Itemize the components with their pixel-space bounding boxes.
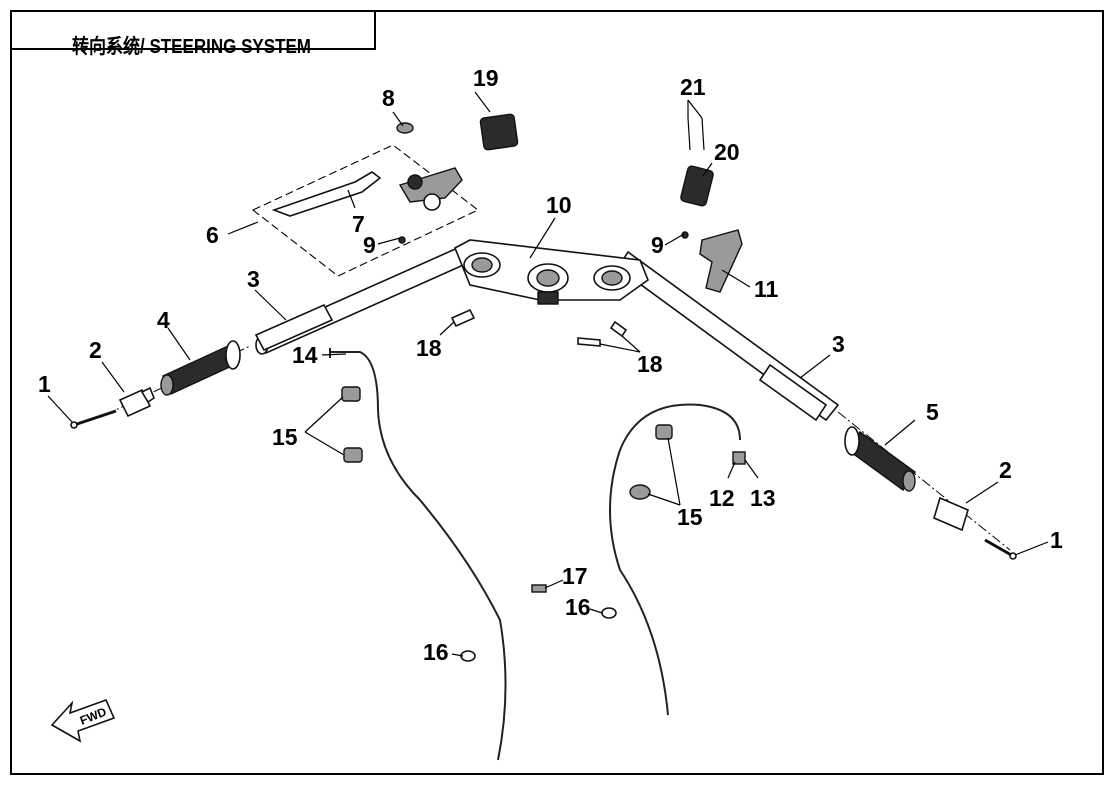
callout-18: 18: [416, 335, 442, 361]
callout-3: 3: [832, 331, 845, 357]
page-title: 转向系统/ STEERING SYSTEM: [72, 36, 311, 58]
throttle-cable: [330, 351, 507, 761]
cable-tie: [460, 607, 617, 662]
leader-lines: [47, 91, 1049, 657]
callout-21: 21: [680, 74, 706, 100]
cable-clamp: [341, 386, 673, 500]
callout-18: 18: [637, 351, 663, 377]
callout-3: 3: [247, 266, 260, 292]
bar-end-left: [118, 386, 155, 418]
callout-2: 2: [89, 337, 102, 363]
callout-15: 15: [272, 424, 298, 450]
clutch-cable: [609, 403, 741, 716]
callout-17: 17: [562, 563, 588, 589]
callout-15: 15: [677, 504, 703, 530]
drawing-frame: [10, 10, 1104, 775]
bar-end-bolt-right: [984, 538, 1017, 560]
bar-sleeve-left: [254, 303, 334, 352]
clamp-bolt: [450, 308, 628, 347]
clutch-lever: [271, 171, 382, 217]
bar-end-right: [933, 496, 969, 532]
fwd-arrow: FWD: [50, 698, 116, 743]
callout-12: 12: [709, 485, 735, 511]
grip-right: [844, 426, 916, 492]
callout-4: 4: [157, 307, 170, 333]
callout-10: 10: [546, 192, 572, 218]
callout-labels: 1 1 2 2 3 3 4 5 6 7 8 9 9 10 11 12 13 14…: [38, 65, 1063, 665]
callout-6: 6: [206, 222, 219, 248]
lever-assembly-outline: [251, 144, 480, 277]
screw-left: [398, 236, 406, 244]
handlebar-clamp: [453, 239, 649, 305]
bar-sleeve-right: [758, 363, 828, 422]
cable-adjuster: [732, 451, 746, 465]
callout-16: 16: [565, 594, 591, 620]
callout-7: 7: [352, 211, 365, 237]
bar-end-bolt-left: [70, 409, 117, 429]
callout-1: 1: [1050, 527, 1063, 553]
switch-housing-right: [680, 117, 714, 207]
assembly-axis-right: [837, 411, 1011, 551]
switch-housing-left: [479, 113, 519, 151]
callout-19: 19: [473, 65, 499, 91]
lever-cap: [396, 122, 414, 134]
callout-5: 5: [926, 399, 939, 425]
callout-20: 20: [714, 139, 740, 165]
callout-2: 2: [999, 457, 1012, 483]
callout-9: 9: [363, 232, 376, 258]
grip-left: [160, 340, 241, 396]
title-block: 转向系统/ STEERING SYSTEM: [10, 10, 376, 58]
callout-14: 14: [292, 342, 318, 368]
mount-bracket: [699, 229, 743, 293]
callout-9: 9: [651, 232, 664, 258]
callout-1: 1: [38, 371, 51, 397]
callout-11: 11: [754, 276, 779, 302]
callout-13: 13: [750, 485, 776, 511]
callout-8: 8: [382, 85, 395, 111]
callout-16: 16: [423, 639, 449, 665]
cable-fitting: [531, 584, 547, 593]
lever-bracket: [398, 167, 463, 211]
